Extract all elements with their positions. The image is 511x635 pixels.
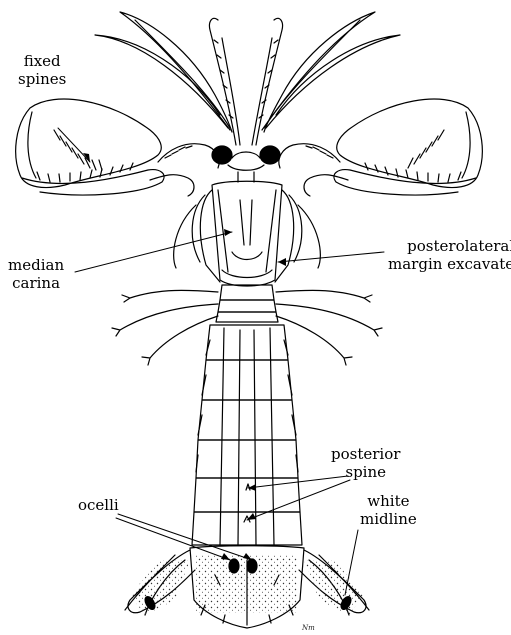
left-raptorial-claw <box>16 99 219 196</box>
label-line: posterior <box>331 445 400 463</box>
abdomen <box>192 325 302 545</box>
label-line: carina <box>8 274 64 292</box>
label-line: spine <box>331 463 400 481</box>
antennae <box>209 18 282 145</box>
label-fixed-spines: fixed spines <box>18 52 66 88</box>
label-line: midline <box>360 510 417 528</box>
antennal-scales <box>95 12 400 132</box>
label-line: fixed <box>18 52 66 70</box>
label-posterior-spine: posterior spine <box>331 445 400 481</box>
carapace <box>174 181 321 286</box>
label-ocelli: ocelli <box>78 496 119 514</box>
thoracic-segments <box>216 285 278 322</box>
label-line: spines <box>18 70 66 88</box>
posterior-spines <box>244 484 250 522</box>
label-line: white <box>360 492 417 510</box>
label-white-midline: white midline <box>360 492 417 528</box>
label-median-carina: median carina <box>8 256 64 292</box>
label-line: median <box>8 256 64 274</box>
label-line: margin excavate <box>388 255 511 273</box>
label-line: posterolateral <box>388 237 511 255</box>
eyes <box>212 146 280 182</box>
right-raptorial-claw <box>279 99 482 196</box>
walking-legs <box>112 290 382 365</box>
label-posterolateral-margin-excavate: posterolateral margin excavate <box>388 237 511 273</box>
leader-lines <box>58 128 384 595</box>
artist-signature: Nm <box>302 624 315 632</box>
